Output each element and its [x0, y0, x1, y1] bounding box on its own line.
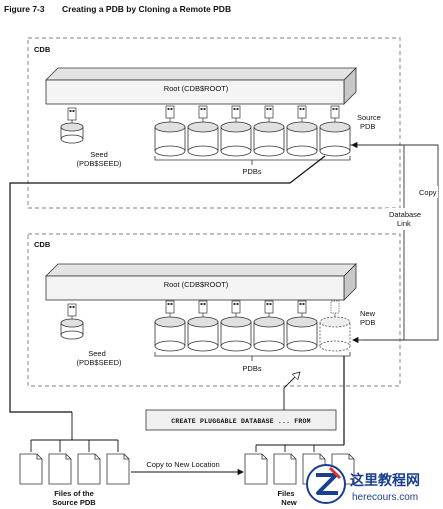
new-file-tree — [255, 444, 344, 452]
top-source-pdb — [319, 105, 351, 157]
file-icon — [244, 453, 268, 485]
top-pdb-4 — [253, 105, 285, 157]
database-link-sublabel: Link — [397, 219, 411, 228]
bottom-pdb-3 — [220, 300, 252, 352]
bottom-pdbs-bracket — [154, 352, 351, 357]
top-pdbs-bracket — [154, 156, 351, 161]
top-root-label: Root (CDB$ROOT) — [164, 84, 229, 93]
top-source-label: Source — [357, 113, 381, 122]
copy-to-new-location-label: Copy to New Location — [146, 460, 219, 469]
bottom-seed-label: Seed — [88, 349, 106, 358]
top-seed-cylinder — [60, 107, 84, 144]
figure-number: Figure 7-3 — [4, 4, 45, 14]
bottom-pdb-4 — [253, 300, 285, 352]
watermark-cn: 这里教程网 — [350, 472, 420, 489]
bottom-new-sublabel: PDB — [360, 318, 375, 327]
top-pdb-1 — [154, 105, 186, 157]
top-pdbs-label: PDBs — [242, 167, 261, 176]
bottom-pdbs-label: PDBs — [242, 364, 261, 373]
file-icon — [48, 453, 72, 485]
new-files-sublabel: New — [281, 498, 297, 507]
file-icon — [77, 453, 101, 485]
file-icon — [19, 453, 43, 485]
copy-label: Copy — [419, 188, 437, 197]
bottom-cdb-label: CDB — [34, 240, 51, 249]
bottom-new-pdb — [319, 300, 351, 352]
file-icon — [273, 453, 297, 485]
bottom-new-label: New — [360, 309, 376, 318]
bottom-pdb-5 — [286, 300, 318, 352]
bottom-root-label: Root (CDB$ROOT) — [164, 280, 229, 289]
command-box — [145, 409, 337, 431]
top-seed-label: Seed — [90, 150, 108, 159]
file-icon — [106, 453, 130, 485]
command-arrow — [283, 372, 300, 410]
new-files-label: Files — [277, 489, 294, 498]
bottom-pdb-2 — [187, 300, 219, 352]
database-link-arrow — [350, 141, 439, 344]
source-file-tree — [30, 439, 119, 452]
bottom-root-slab — [45, 263, 357, 301]
command-text: CREATE PLUGGABLE DATABASE ... FROM — [171, 418, 310, 425]
top-pdb-2 — [187, 105, 219, 157]
top-source-sublabel: PDB — [360, 122, 375, 131]
database-link-label: Database — [389, 210, 421, 219]
bottom-cdb-boundary — [27, 233, 401, 387]
source-files-label: Files of the — [54, 489, 94, 498]
top-root-slab — [45, 67, 357, 105]
figure-title: Creating a PDB by Cloning a Remote PDB — [62, 4, 231, 14]
source-pdb-to-files-line — [9, 155, 326, 413]
source-files-sublabel: Source PDB — [52, 498, 96, 507]
top-pdb-5 — [286, 105, 318, 157]
top-seed-sublabel: (PDB$SEED) — [76, 159, 122, 168]
bottom-pdb-1 — [154, 300, 186, 352]
watermark-en: herecours.com — [352, 492, 418, 503]
top-cdb-boundary — [27, 37, 401, 209]
top-pdb-cylinders — [154, 105, 351, 157]
bottom-seed-cylinder — [60, 303, 84, 340]
top-pdb-3 — [220, 105, 252, 157]
bottom-pdb-cylinders — [154, 300, 351, 352]
bottom-seed-sublabel: (PDB$SEED) — [76, 358, 122, 367]
top-cdb-label: CDB — [34, 45, 51, 54]
source-files — [19, 453, 130, 485]
watermark-logo — [306, 464, 346, 504]
